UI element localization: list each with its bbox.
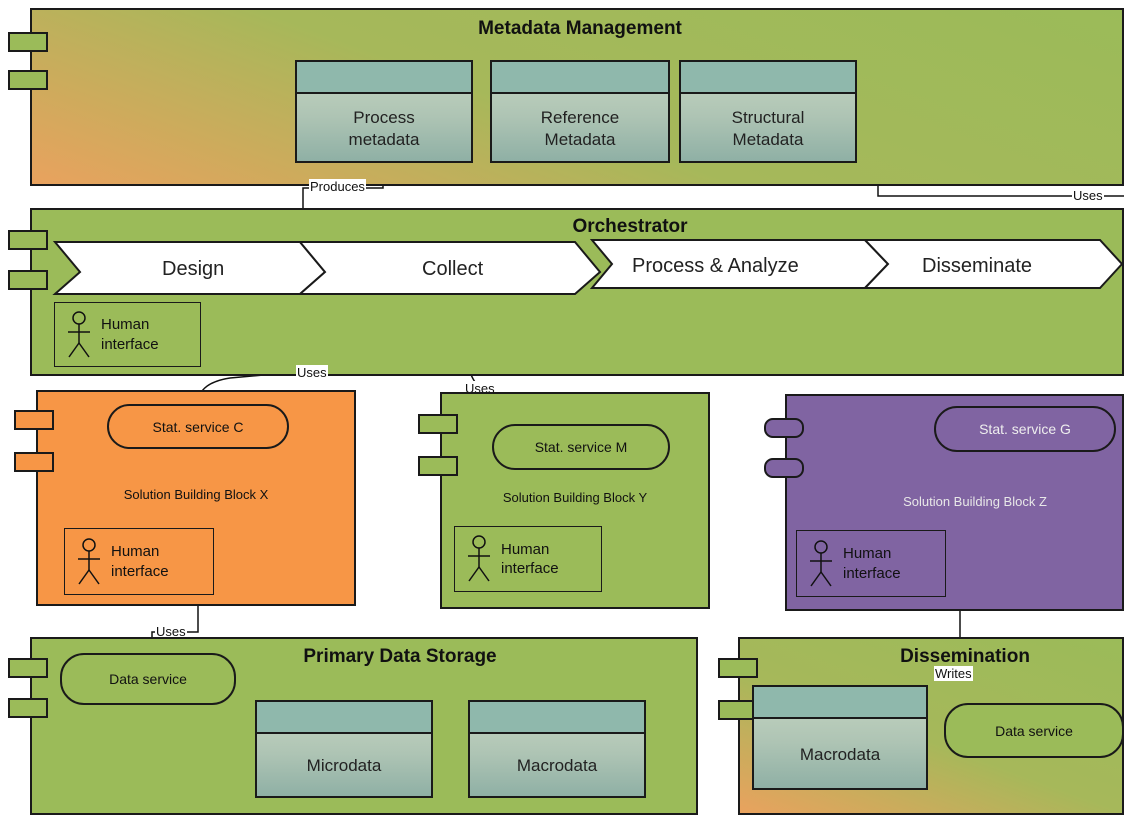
human-interface-label: Human interface [101, 316, 159, 353]
writes-label: Writes [934, 666, 973, 681]
box-header [470, 702, 644, 734]
stage-design-label[interactable]: Design [162, 258, 225, 280]
dissemination-data-service[interactable]: Data service [944, 703, 1124, 758]
stat-service-c[interactable]: Stat. service C [107, 404, 289, 449]
component-tab-icon [418, 414, 458, 434]
component-tab-icon [8, 32, 48, 52]
component-tab-icon [14, 452, 54, 472]
process-chevrons [52, 239, 1124, 295]
component-tab-icon [764, 458, 804, 478]
primary-data-service[interactable]: Data service [60, 653, 236, 705]
microdata-label: Microdata [306, 756, 382, 776]
stat-service-g[interactable]: Stat. service G [934, 406, 1116, 452]
box-header [681, 62, 855, 94]
actor-icon [810, 539, 832, 586]
microdata-box[interactable]: Microdata [255, 700, 433, 798]
stat-service-m[interactable]: Stat. service M [492, 424, 670, 470]
chevron-disseminate [862, 239, 1124, 289]
human-interface-label: Human interface [111, 543, 169, 580]
component-tab-icon [8, 70, 48, 90]
orchestrator-title: Orchestrator [572, 216, 688, 237]
structural-metadata-box[interactable]: Structural Metadata [679, 60, 857, 163]
chevron-collect [297, 241, 602, 295]
uses-storage-label: Uses [155, 624, 187, 639]
sbb-z-human-interface[interactable]: Human interface [796, 530, 946, 597]
dissemination-title: Dissemination [900, 646, 1030, 667]
metadata-management-title: Metadata Management [478, 18, 682, 39]
box-header [754, 687, 926, 719]
sbb-y-human-interface[interactable]: Human interface [454, 526, 602, 592]
box-header [297, 62, 471, 94]
uses-structural-label: Uses [1072, 188, 1104, 203]
actor-icon [78, 537, 100, 584]
component-tab-icon [764, 418, 804, 438]
component-tab-icon [718, 658, 758, 678]
uses-design-label: Uses [296, 365, 328, 380]
component-tab-icon [8, 698, 48, 718]
component-tab-icon [14, 410, 54, 430]
stage-process-label[interactable]: Process & Analyze [632, 255, 799, 277]
orchestrator-human-interface[interactable]: Human interface [54, 302, 201, 367]
process-metadata-label: Process metadata [348, 108, 420, 149]
macrodata-label: Macrodata [516, 756, 598, 776]
primary-data-storage-title: Primary Data Storage [303, 646, 497, 667]
stage-disseminate-label[interactable]: Disseminate [922, 255, 1033, 277]
human-interface-label: Human interface [843, 545, 901, 582]
sbb-x-human-interface[interactable]: Human interface [64, 528, 214, 595]
process-metadata-box[interactable]: Process metadata [295, 60, 473, 163]
human-interface-label: Human interface [501, 540, 559, 578]
sbb-x-label: Solution Building Block X [123, 487, 269, 502]
reference-metadata-label: Reference Metadata [540, 108, 620, 149]
component-tab-icon [418, 456, 458, 476]
box-header [257, 702, 431, 734]
macrodata-box[interactable]: Macrodata [468, 700, 646, 798]
produces-label: Produces [309, 179, 366, 194]
structural-metadata-label: Structural Metadata [731, 108, 805, 149]
stage-collect-label[interactable]: Collect [422, 258, 484, 280]
box-header [492, 62, 668, 94]
sbb-z-label: Solution Building Block Z [903, 494, 1047, 509]
actor-icon [68, 310, 90, 357]
dissemination-macrodata-box[interactable]: Macrodata [752, 685, 928, 790]
sbb-y-label: Solution Building Block Y [502, 490, 648, 505]
reference-metadata-box[interactable]: Reference Metadata [490, 60, 670, 163]
dissemination-macrodata-label: Macrodata [799, 744, 881, 764]
component-tab-icon [8, 658, 48, 678]
component-tab-icon [8, 230, 48, 250]
sbb-y-component [440, 392, 710, 609]
component-tab-icon [8, 270, 48, 290]
actor-icon [468, 535, 490, 582]
